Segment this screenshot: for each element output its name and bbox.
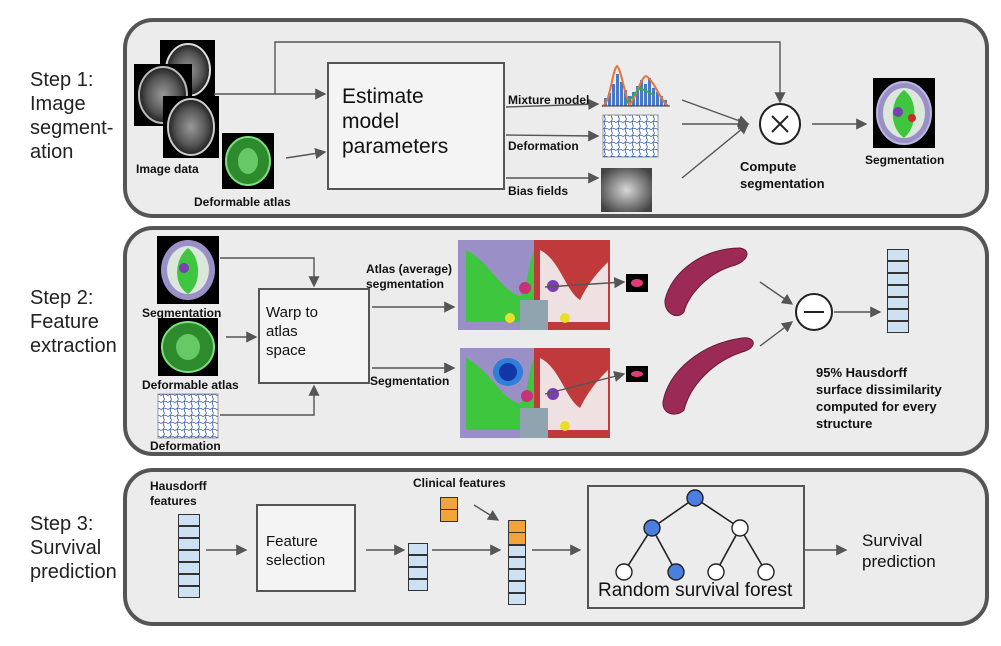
- segmentation-label: Segmentation: [865, 153, 945, 167]
- step1-arrows: [214, 41, 868, 184]
- vector-cell: [178, 514, 200, 526]
- atlas-structure-thumbnail: [626, 274, 648, 292]
- vector-cell: [178, 526, 200, 538]
- vector-cell: [887, 285, 909, 297]
- deformation-grid-image: [602, 114, 659, 158]
- hausdorff-description: 95% Hausdorff surface dissimilarity comp…: [816, 365, 942, 431]
- atlas-3d-structure: [664, 247, 748, 316]
- estimate-parameters-box: [327, 62, 505, 190]
- vector-cell: [178, 550, 200, 562]
- step2-segmentation-image: [157, 236, 219, 304]
- step3-arrows: [206, 504, 848, 556]
- vector-cell: [508, 545, 526, 557]
- warp-box: [258, 288, 370, 384]
- clinical-cell: [440, 509, 458, 522]
- vector-cell: [887, 249, 909, 261]
- atlas-segmentation-label: Atlas (average) segmentation: [366, 262, 453, 291]
- vector-cell: [508, 581, 526, 593]
- multiply-node: [759, 103, 801, 145]
- hausdorff-features-label: Hausdorff features: [150, 479, 207, 508]
- warp-label: Warp to atlas space: [266, 304, 318, 359]
- vector-cell: [508, 569, 526, 581]
- clinical-features-label: Clinical features: [413, 476, 506, 490]
- compute-segmentation-label: Compute segmentation: [740, 159, 825, 191]
- step2-arrows: [220, 257, 882, 416]
- mri-image-stack: [134, 40, 219, 158]
- bias-fields-label: Bias fields: [508, 184, 569, 198]
- image-data-label: Image data: [136, 162, 199, 176]
- random-forest-tree: [615, 489, 775, 581]
- step2-deformation-label: Deformation: [150, 439, 221, 453]
- mixture-model-histogram: [601, 64, 670, 107]
- vector-cell: [408, 555, 428, 567]
- step2-deformation-image: [157, 393, 219, 439]
- vector-cell: [408, 567, 428, 579]
- random-forest-box: [587, 485, 805, 609]
- step3-label: Step 3: Survival prediction: [30, 513, 117, 583]
- vector-cell: [178, 586, 200, 598]
- random-forest-label: Random survival forest: [598, 580, 793, 601]
- atlas-segmentation-image: [458, 240, 610, 330]
- patient-3d-structure: [662, 337, 754, 415]
- segmentation-result-image: [873, 78, 935, 148]
- vector-cell: [178, 562, 200, 574]
- clinical-cell: [508, 532, 526, 545]
- vector-cell: [178, 574, 200, 586]
- step1-label: Step 1: Image segment- ation: [30, 69, 114, 163]
- feature-selection-label: Feature selection: [266, 533, 326, 569]
- vector-cell: [408, 543, 428, 555]
- vector-cell: [887, 273, 909, 285]
- mixture-model-label: Mixture model: [508, 93, 590, 107]
- survival-prediction-label: Survival prediction: [862, 531, 936, 571]
- vector-cell: [887, 297, 909, 309]
- step2-seg-label: Segmentation: [370, 374, 450, 388]
- step2-deformable-atlas-image: [158, 318, 218, 376]
- vector-cell: [887, 261, 909, 273]
- step2-segmentation-label: Segmentation: [142, 306, 222, 320]
- vector-cell: [508, 557, 526, 569]
- patient-structure-thumbnail: [626, 366, 648, 382]
- estimate-parameters-label: Estimate model parameters: [342, 85, 449, 158]
- vector-cell: [178, 538, 200, 550]
- vector-cell: [508, 593, 526, 605]
- step2-deformable-atlas-label: Deformable atlas: [142, 378, 239, 392]
- vector-cell: [887, 309, 909, 321]
- feature-selection-box: [256, 504, 356, 592]
- deformable-atlas-label: Deformable atlas: [194, 195, 291, 209]
- patient-segmentation-image: [460, 348, 610, 438]
- vector-cell: [408, 579, 428, 591]
- deformation-label: Deformation: [508, 139, 579, 153]
- bias-field-image: [601, 168, 652, 212]
- vector-cell: [887, 321, 909, 333]
- step2-label: Step 2: Feature extraction: [30, 287, 117, 357]
- minus-node: [795, 293, 833, 331]
- deformable-atlas-image: [222, 133, 274, 189]
